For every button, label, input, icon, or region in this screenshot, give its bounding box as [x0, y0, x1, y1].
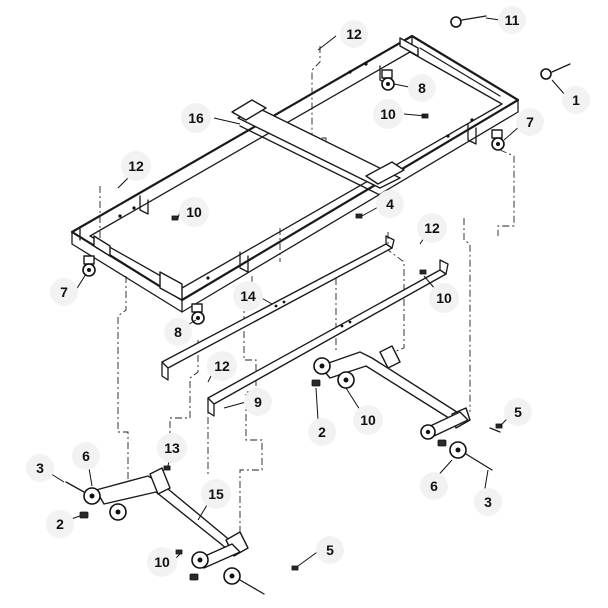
callout-10-top: 10: [373, 99, 403, 129]
svg-text:10: 10: [154, 554, 170, 570]
callout-labels: 11 12 1 8 16 10 7 12: [26, 6, 590, 577]
callout-9: 9: [244, 388, 272, 416]
svg-text:9: 9: [254, 394, 262, 410]
caster-front-right: [191, 303, 205, 325]
svg-text:1: 1: [572, 92, 580, 108]
callout-6-front: 6: [72, 442, 100, 470]
callout-5-rear: 5: [504, 398, 532, 426]
side-rails: [161, 235, 449, 417]
svg-text:2: 2: [318, 424, 326, 440]
callout-2-front: 2: [46, 510, 74, 538]
callout-leaders: [47, 17, 567, 567]
svg-text:16: 16: [188, 110, 204, 126]
callout-10-left: 10: [179, 197, 209, 227]
svg-text:6: 6: [82, 448, 90, 464]
callout-12-mid: 12: [207, 351, 237, 381]
caster-rear-right: [491, 129, 505, 151]
svg-text:3: 3: [36, 460, 44, 476]
callout-10-rear: 10: [353, 405, 383, 435]
callout-4: 4: [376, 190, 404, 218]
callout-5-front: 5: [316, 536, 344, 564]
callout-1: 1: [562, 86, 590, 114]
top-frame-casters: [82, 69, 505, 325]
callout-3-front: 3: [26, 454, 54, 482]
callout-12-right: 12: [417, 213, 447, 243]
callout-3-rear: 3: [474, 488, 502, 516]
callout-7-left: 7: [50, 278, 78, 306]
callout-7-right: 7: [516, 108, 544, 136]
svg-text:12: 12: [128, 158, 144, 174]
callout-13: 13: [157, 433, 187, 463]
svg-text:5: 5: [514, 404, 522, 420]
svg-text:3: 3: [484, 494, 492, 510]
svg-text:7: 7: [60, 284, 68, 300]
svg-text:10: 10: [186, 204, 202, 220]
svg-text:12: 12: [214, 358, 230, 374]
svg-text:14: 14: [240, 288, 256, 304]
callout-2-rear: 2: [308, 418, 336, 446]
rear-leg-assembly: [311, 345, 501, 471]
svg-text:2: 2: [56, 516, 64, 532]
callout-12-top: 12: [340, 20, 368, 48]
hardware-parts: [163, 15, 571, 571]
callout-10-right: 10: [429, 283, 459, 313]
svg-text:10: 10: [360, 412, 376, 428]
callout-16: 16: [181, 103, 211, 133]
front-leg-assembly: [65, 467, 265, 595]
callout-10-front: 10: [147, 547, 177, 577]
callout-14: 14: [233, 281, 263, 311]
svg-text:10: 10: [380, 106, 396, 122]
callout-6-rear: 6: [420, 472, 448, 500]
svg-text:8: 8: [418, 80, 426, 96]
svg-text:7: 7: [526, 114, 534, 130]
svg-text:8: 8: [174, 324, 182, 340]
callout-15: 15: [201, 479, 231, 509]
caster-rear-left: [381, 69, 395, 91]
svg-text:10: 10: [436, 290, 452, 306]
caster-front-left: [82, 255, 96, 277]
svg-text:13: 13: [164, 440, 180, 456]
callout-8-top: 8: [408, 74, 436, 102]
svg-text:5: 5: [326, 542, 334, 558]
svg-text:11: 11: [505, 12, 520, 28]
svg-text:6: 6: [430, 478, 438, 494]
svg-text:4: 4: [386, 196, 394, 212]
top-frame: [70, 34, 520, 313]
svg-text:12: 12: [424, 220, 440, 236]
svg-text:12: 12: [346, 26, 362, 42]
svg-text:15: 15: [208, 486, 224, 502]
callout-8-left: 8: [164, 318, 192, 346]
callout-12-left: 12: [121, 151, 151, 181]
callout-11: 11: [498, 6, 526, 34]
